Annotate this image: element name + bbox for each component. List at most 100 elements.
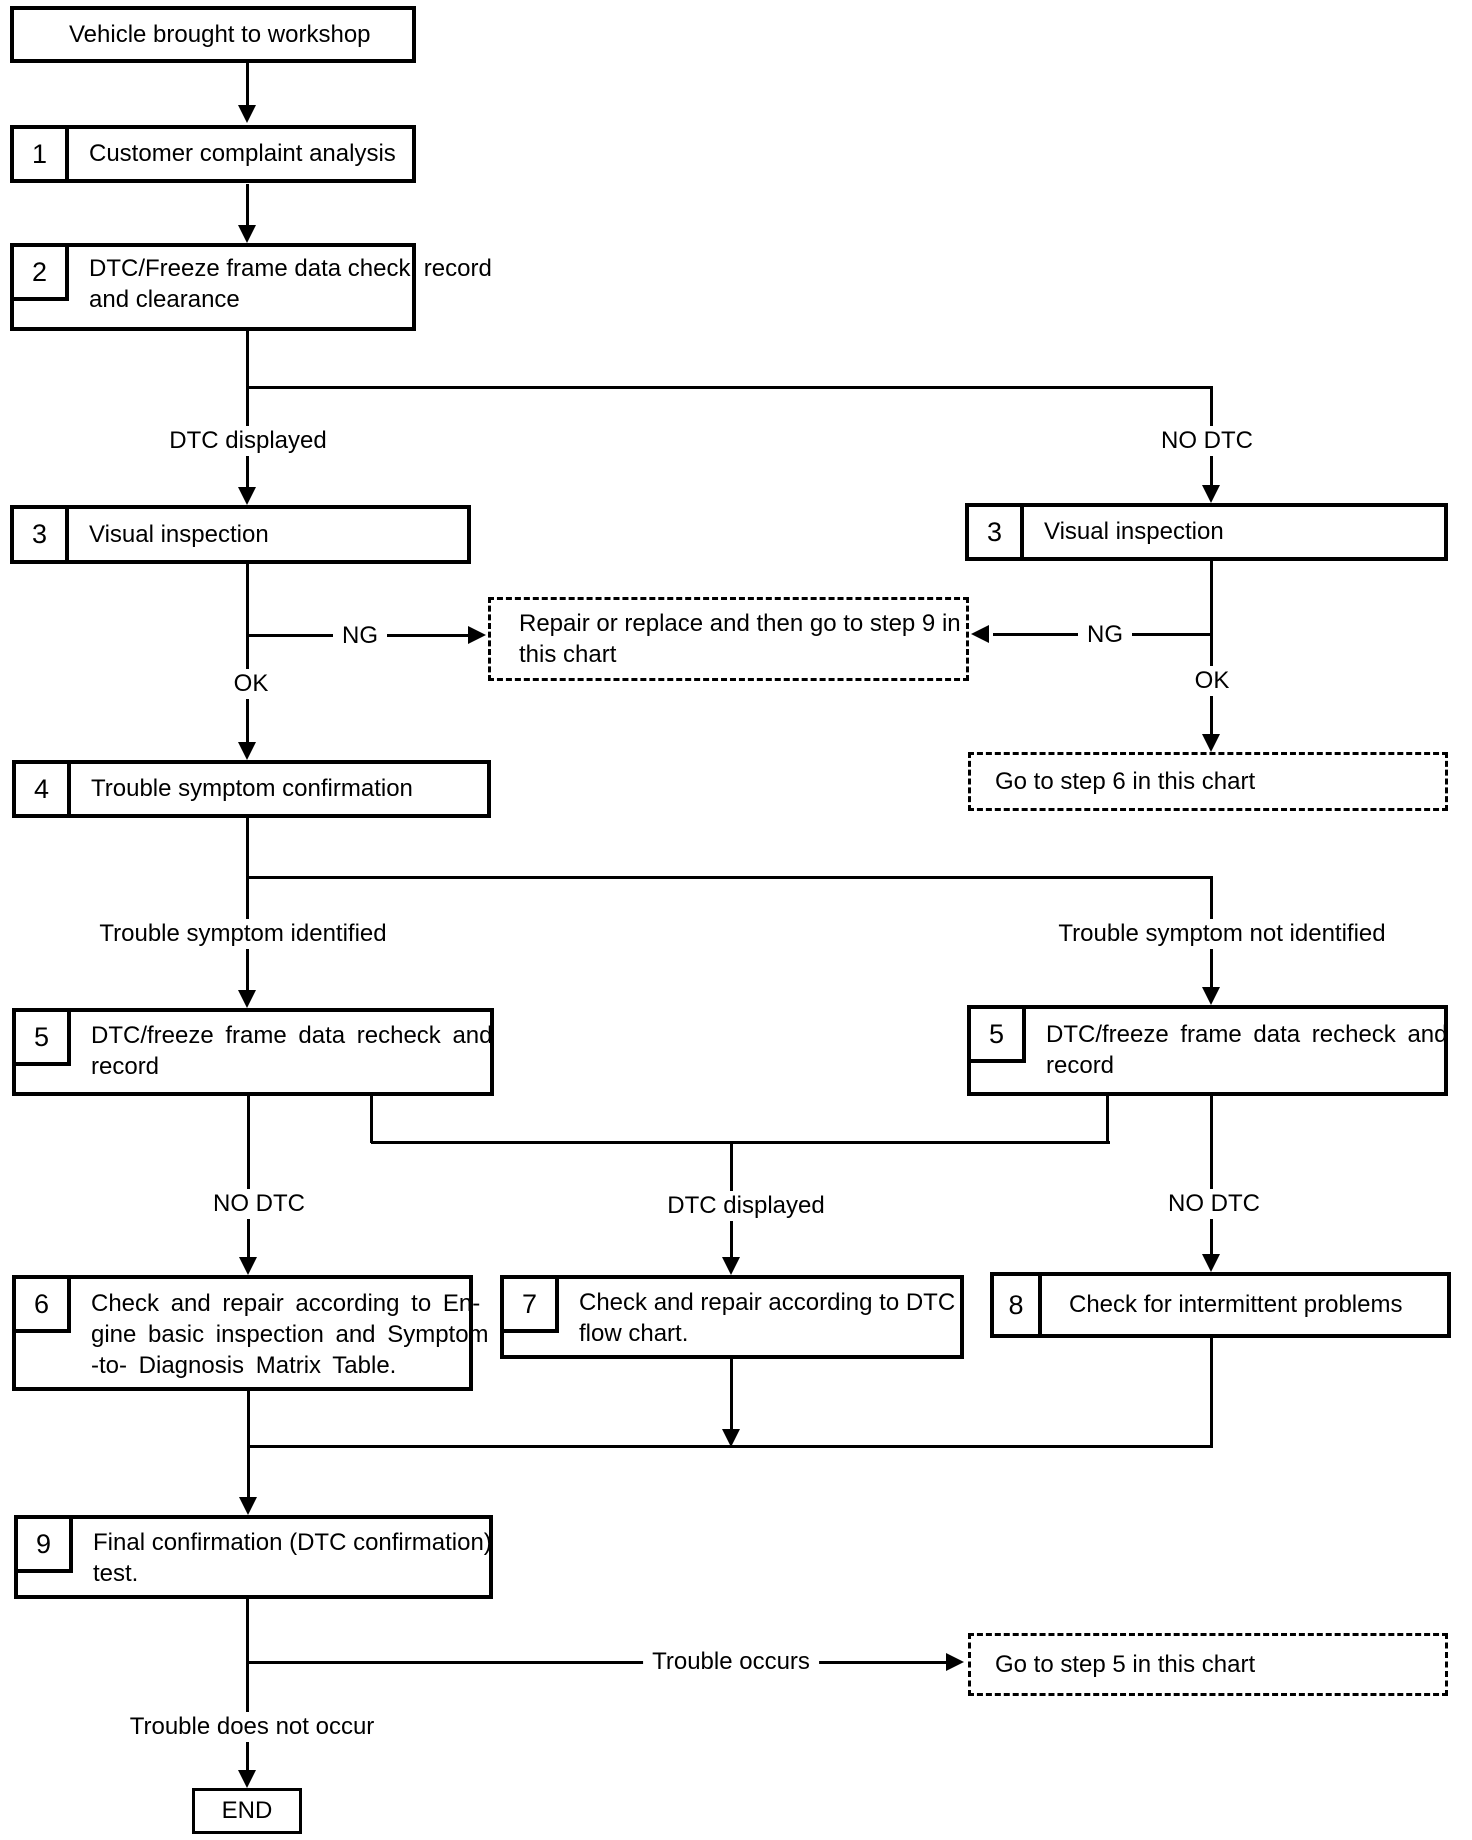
connector-line bbox=[246, 184, 249, 227]
arrowhead-down bbox=[722, 1257, 740, 1275]
node-step6-line3: -to- Diagnosis Matrix Table. bbox=[91, 1352, 397, 1379]
node-step3-right-number: 3 bbox=[969, 507, 1024, 557]
arrowhead-right bbox=[468, 626, 486, 644]
arrowhead-down bbox=[238, 225, 256, 243]
node-step9-line1: Final confirmation (DTC confirmation) bbox=[93, 1529, 492, 1556]
node-repair-note-label: Repair or replace and then go to step 9 … bbox=[491, 600, 966, 670]
node-step2: 2 DTC/Freeze frame data check, record an… bbox=[10, 243, 492, 331]
edge-label-dtc-displayed-mid: DTC displayed bbox=[658, 1191, 834, 1221]
connector-line bbox=[1210, 1337, 1213, 1447]
node-start-label: Vehicle brought to workshop bbox=[69, 20, 371, 48]
node-repair-note: Repair or replace and then go to step 9 … bbox=[488, 597, 969, 681]
arrowhead-down bbox=[238, 990, 256, 1008]
node-step1-number: 1 bbox=[14, 129, 69, 179]
node-step8: 8 Check for intermittent problems bbox=[990, 1272, 1451, 1338]
node-step5-left: 5 DTC/freeze frame data recheck and reco… bbox=[12, 1008, 494, 1096]
node-repair-note-line1: Repair or replace and then go to step 9 … bbox=[519, 610, 961, 637]
node-step3-left: 3 Visual inspection bbox=[10, 505, 471, 564]
node-step5-right-label: DTC/freeze frame data recheck and record bbox=[971, 1009, 1448, 1081]
node-step4-number: 4 bbox=[16, 764, 71, 814]
node-step6-line1: Check and repair according to En- bbox=[91, 1290, 481, 1317]
connector-line bbox=[247, 1095, 250, 1257]
arrowhead-down bbox=[1202, 1254, 1220, 1272]
edge-label-trouble-does-not-occur: Trouble does not occur bbox=[120, 1712, 384, 1742]
arrowhead-down bbox=[239, 1257, 257, 1275]
node-step9: 9 Final confirmation (DTC confirmation) … bbox=[14, 1515, 493, 1599]
node-step9-line2: test. bbox=[93, 1560, 139, 1587]
node-goto-step6: Go to step 6 in this chart bbox=[968, 752, 1448, 811]
node-step7-line1: Check and repair according to DTC bbox=[579, 1289, 956, 1316]
edge-label-dtc-displayed-top: DTC displayed bbox=[160, 426, 336, 456]
node-step3-right: 3 Visual inspection bbox=[965, 503, 1448, 561]
edge-label-no-dtc-lower-left: NO DTC bbox=[204, 1189, 314, 1219]
connector-line bbox=[1106, 1095, 1109, 1143]
node-step8-number: 8 bbox=[994, 1276, 1042, 1334]
edge-label-trouble-occurs: Trouble occurs bbox=[643, 1647, 819, 1677]
node-step2-number: 2 bbox=[14, 247, 69, 301]
node-step4: 4 Trouble symptom confirmation bbox=[12, 760, 491, 818]
node-start: Vehicle brought to workshop bbox=[10, 6, 416, 63]
edge-label-ok-left: OK bbox=[224, 669, 278, 699]
connector-line bbox=[247, 876, 1213, 879]
node-step3-left-label: Visual inspection bbox=[89, 520, 269, 548]
node-step7-label: Check and repair according to DTC flow c… bbox=[504, 1279, 960, 1349]
connector-line bbox=[247, 386, 1213, 389]
node-step6-line2: gine basic inspection and Symptom bbox=[91, 1321, 489, 1348]
connector-line bbox=[247, 1390, 250, 1497]
node-step5-right-number: 5 bbox=[971, 1009, 1026, 1063]
node-step6: 6 Check and repair according to En- gine… bbox=[12, 1275, 489, 1391]
arrowhead-down bbox=[1202, 987, 1220, 1005]
connector-line bbox=[1210, 1095, 1213, 1254]
arrowhead-down bbox=[722, 1429, 740, 1447]
arrowhead-right bbox=[946, 1653, 964, 1671]
node-step3-left-number: 3 bbox=[14, 509, 69, 560]
node-goto-step5: Go to step 5 in this chart bbox=[968, 1633, 1448, 1696]
connector-line bbox=[246, 63, 249, 107]
node-end: END bbox=[192, 1788, 302, 1834]
connector-line bbox=[246, 563, 249, 742]
connector-line bbox=[1210, 560, 1213, 734]
connector-line bbox=[247, 1661, 948, 1664]
arrowhead-down bbox=[239, 1497, 257, 1515]
node-step1: 1 Customer complaint analysis bbox=[10, 125, 416, 183]
arrowhead-down bbox=[238, 105, 256, 123]
connector-line bbox=[730, 1358, 733, 1429]
node-step3-right-label: Visual inspection bbox=[1044, 518, 1224, 545]
node-step6-label: Check and repair according to En- gine b… bbox=[16, 1279, 489, 1381]
edge-label-symptom-not-identified: Trouble symptom not identified bbox=[1049, 919, 1395, 949]
node-step2-line2: and clearance bbox=[89, 286, 240, 313]
node-step5-right-line2: record bbox=[1046, 1052, 1115, 1079]
node-step2-line1: DTC/Freeze frame data check, record bbox=[89, 255, 492, 282]
node-goto-step6-label: Go to step 6 in this chart bbox=[995, 767, 1256, 795]
node-step1-label: Customer complaint analysis bbox=[89, 140, 396, 167]
node-end-label: END bbox=[221, 1797, 273, 1824]
node-step5-left-line1: DTC/freeze frame data recheck and bbox=[91, 1022, 493, 1049]
arrowhead-down bbox=[1202, 734, 1220, 752]
edge-label-ng-right: NG bbox=[1078, 620, 1132, 650]
edge-label-ok-right: OK bbox=[1185, 666, 1239, 696]
edge-label-ng-left: NG bbox=[333, 621, 387, 651]
arrowhead-down bbox=[1202, 485, 1220, 503]
connector-line bbox=[246, 817, 249, 990]
node-step5-right-line1: DTC/freeze frame data recheck and bbox=[1046, 1021, 1448, 1048]
edge-label-no-dtc-top: NO DTC bbox=[1152, 426, 1262, 456]
node-step7-line2: flow chart. bbox=[579, 1320, 689, 1347]
node-step2-label: DTC/Freeze frame data check, record and … bbox=[14, 247, 492, 315]
arrowhead-down bbox=[238, 1770, 256, 1788]
node-step7: 7 Check and repair according to DTC flow… bbox=[500, 1275, 964, 1359]
edge-label-symptom-identified: Trouble symptom identified bbox=[90, 919, 396, 949]
arrowhead-down bbox=[238, 487, 256, 505]
node-step9-label: Final confirmation (DTC confirmation) te… bbox=[18, 1519, 492, 1589]
node-step5-left-number: 5 bbox=[16, 1012, 71, 1066]
node-step7-number: 7 bbox=[504, 1279, 559, 1333]
connector-line bbox=[371, 1141, 1110, 1144]
connector-line bbox=[246, 1598, 249, 1770]
node-step9-number: 9 bbox=[18, 1519, 73, 1573]
connector-line bbox=[246, 330, 249, 487]
edge-label-no-dtc-lower-right: NO DTC bbox=[1159, 1189, 1269, 1219]
node-step5-left-label: DTC/freeze frame data recheck and record bbox=[16, 1012, 493, 1082]
node-goto-step5-label: Go to step 5 in this chart bbox=[995, 1650, 1256, 1678]
node-step5-right: 5 DTC/freeze frame data recheck and reco… bbox=[967, 1005, 1448, 1096]
node-step8-label: Check for intermittent problems bbox=[1069, 1291, 1403, 1318]
